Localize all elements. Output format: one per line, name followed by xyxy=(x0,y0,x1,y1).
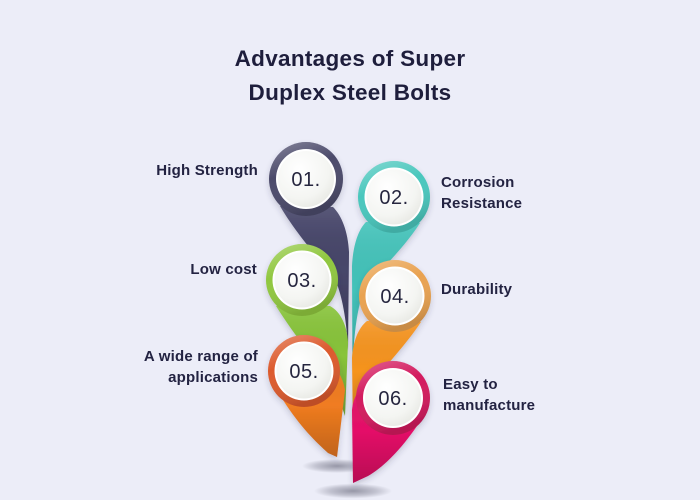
balloon-03-number: 03. xyxy=(287,270,316,292)
balloon-02-number: 02. xyxy=(379,187,408,209)
balloon-01-tail-shade xyxy=(280,206,349,350)
balloon-04-inner xyxy=(367,268,423,324)
balloon-03-inner xyxy=(274,252,330,308)
balloon-04-number: 04. xyxy=(380,286,409,308)
page-title-line1: Advantages of Super xyxy=(234,46,466,71)
balloon-02-tail-shade xyxy=(352,222,420,376)
item-label-corrosion-resistance: Corrosion Resistance xyxy=(441,174,523,212)
item-label-high-strength: High Strength xyxy=(156,162,258,179)
balloon-05-number: 05. xyxy=(289,361,318,383)
page-title-line2: Duplex Steel Bolts xyxy=(248,79,452,105)
item-label-low-cost: Low cost xyxy=(190,261,257,278)
ground-shadow-lower xyxy=(314,483,392,499)
balloon-02 xyxy=(352,161,430,376)
item-label-wide-range: A wide range of applications xyxy=(143,348,258,386)
balloon-01 xyxy=(269,142,349,350)
page-title: Advantages of Super Duplex Steel Bolts xyxy=(0,42,700,110)
balloon-01-number: 01. xyxy=(291,169,320,191)
balloon-06-number: 06. xyxy=(378,388,407,410)
balloon-05 xyxy=(268,335,345,457)
item-label-easy-manufacture: Easy to manufacture xyxy=(443,376,536,414)
balloon-04-tail-shade xyxy=(352,321,421,432)
balloon-03 xyxy=(266,244,348,416)
balloon-02-inner xyxy=(366,169,422,225)
balloon-01-inner xyxy=(278,151,334,207)
balloon-06 xyxy=(352,361,430,483)
item-label-durability: Durability xyxy=(441,281,513,298)
balloon-05-inner xyxy=(276,343,332,399)
balloon-04 xyxy=(352,260,431,432)
balloon-06-inner xyxy=(365,370,421,426)
balloon-03-tail-shade xyxy=(276,306,348,416)
